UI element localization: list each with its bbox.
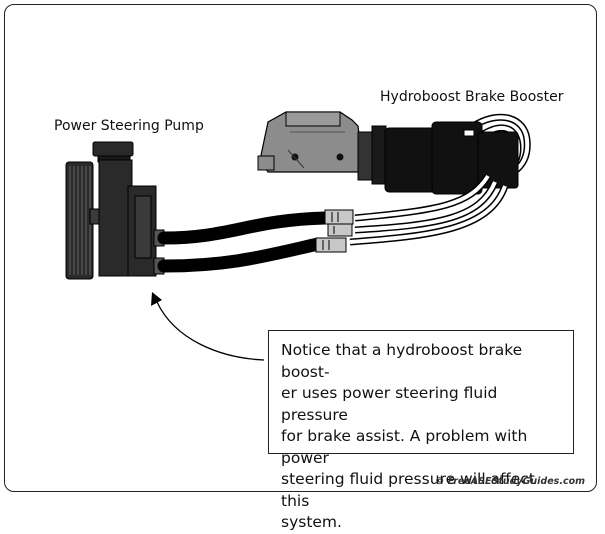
pump-label: Power Steering Pump [54,118,204,134]
fitting-3 [315,237,347,253]
reservoir-cap [92,141,134,157]
note-line: for brake assist. A problem with power [281,427,528,467]
note-line: Notice that a hydroboost brake boost- [281,341,523,381]
hydroboost-illustration [65,111,531,361]
note-line: er uses power steering fluid pressure [281,384,498,424]
pressure-hose [157,211,332,245]
hydroboost-brake-booster [257,111,519,195]
copyright-credit: © FreeASEStudyGuides.com [434,476,585,487]
booster-supply-lines [349,174,509,246]
power-steering-pump [65,141,165,280]
note-box: Notice that a hydroboost brake boost- er… [268,330,574,531]
fitting-2 [327,223,353,237]
fitting-1 [324,209,354,225]
arrow-head [151,292,162,306]
return-hose [157,237,325,273]
booster-label: Hydroboost Brake Booster [380,89,564,105]
note-line: system. [281,513,342,531]
pump-hoses [157,211,332,273]
line-fittings [315,209,354,253]
pump-body [98,159,133,277]
callout-arrow [151,292,265,361]
